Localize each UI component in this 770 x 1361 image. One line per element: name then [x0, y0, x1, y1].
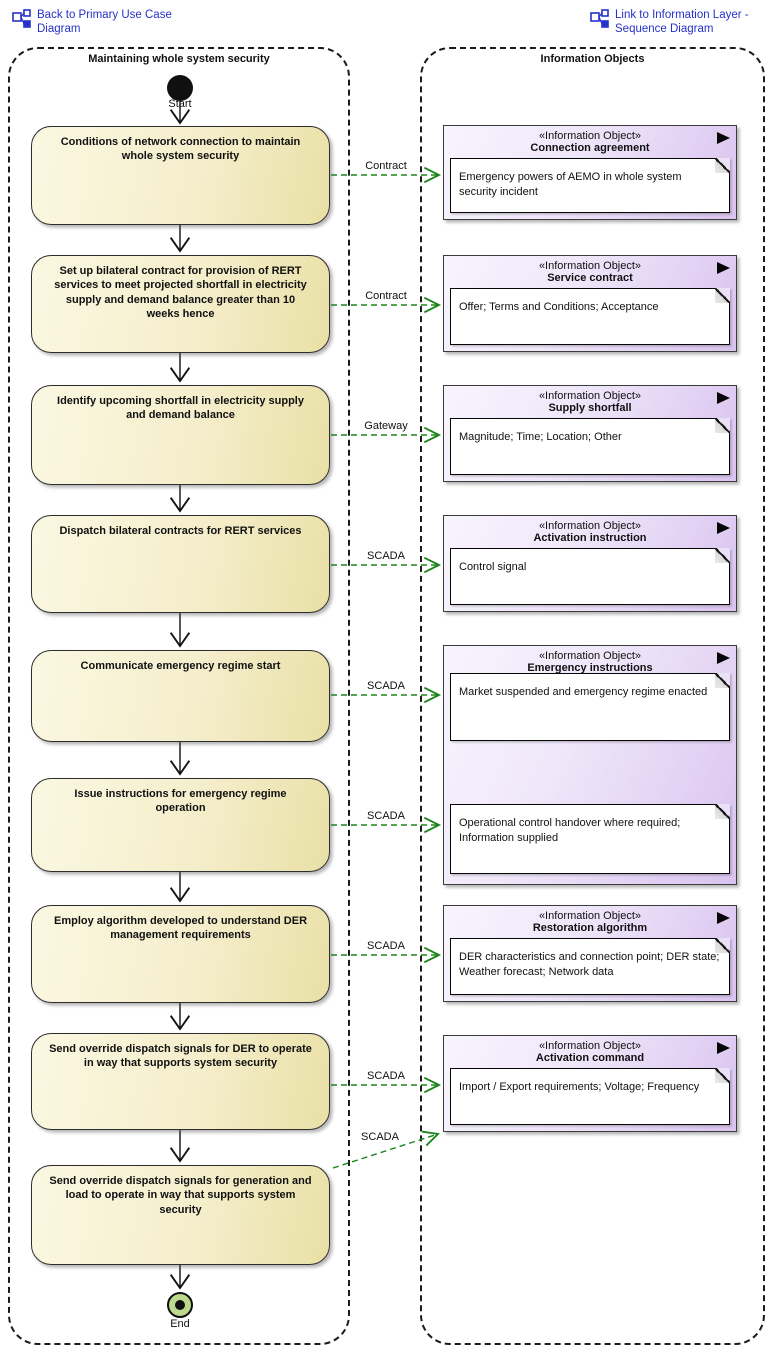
note-fold-icon	[715, 938, 730, 953]
activity-issue-instructions-emergency-regime[interactable]: Issue instructions for emergency regime …	[31, 778, 330, 872]
note-fold-icon	[715, 288, 730, 303]
note: Offer; Terms and Conditions; Acceptance	[450, 288, 730, 345]
activity-employ-algorithm-der-management[interactable]: Employ algorithm developed to understand…	[31, 905, 330, 1003]
note: Control signal	[450, 548, 730, 605]
stereotype-label: «Information Object»	[538, 650, 642, 662]
activity-dispatch-bilateral-contracts[interactable]: Dispatch bilateral contracts for RERT se…	[31, 515, 330, 613]
info-object-activation-instruction[interactable]: «Information Object» Activation instruct…	[443, 515, 737, 612]
note: Magnitude; Time; Location; Other	[450, 418, 730, 475]
flow-label-scada-3: SCADA	[367, 810, 405, 822]
info-object-name: Supply shortfall	[548, 402, 632, 414]
stereotype-label: «Information Object»	[538, 260, 642, 272]
note-text: Offer; Terms and Conditions; Acceptance	[459, 301, 659, 313]
note-fold-icon	[715, 548, 730, 563]
flow-label-gateway: Gateway	[364, 420, 408, 432]
note-text: Market suspended and emergency regime en…	[459, 686, 708, 698]
flow-label-contract-1: Contract	[365, 160, 407, 172]
forward-link-label: Link to Information Layer - Sequence Dia…	[615, 9, 749, 36]
note-text: Emergency powers of AEMO in whole system…	[459, 171, 682, 199]
note: Import / Export requirements; Voltage; F…	[450, 1068, 730, 1125]
note-fold-icon	[715, 1068, 730, 1083]
flow-label-scada-6: SCADA	[361, 1131, 399, 1143]
note-text: Operational control handover where requi…	[459, 817, 681, 845]
end-node	[167, 1292, 193, 1318]
stereotype-label: «Information Object»	[538, 130, 642, 142]
flow-label-scada-4: SCADA	[367, 940, 405, 952]
flow-label-scada-2: SCADA	[367, 680, 405, 692]
note-fold-icon	[715, 158, 730, 173]
info-object-supply-shortfall[interactable]: «Information Object» Supply shortfall Ma…	[443, 385, 737, 482]
note: Operational control handover where requi…	[450, 804, 730, 874]
info-object-activation-command[interactable]: «Information Object» Activation command …	[443, 1035, 737, 1132]
info-object-emergency-instructions[interactable]: «Information Object» Emergency instructi…	[443, 645, 737, 885]
activity-partition-frame: Maintaining whole system security	[8, 47, 350, 1345]
flow-label-scada-1: SCADA	[367, 550, 405, 562]
composite-diagram-icon	[12, 9, 31, 28]
flow-label-contract-2: Contract	[365, 290, 407, 302]
composite-diagram-icon	[590, 9, 609, 28]
information-objects-frame: Information Objects	[420, 47, 765, 1345]
note-fold-icon	[715, 804, 730, 819]
note-fold-icon	[715, 418, 730, 433]
flow-label-scada-5: SCADA	[367, 1070, 405, 1082]
info-frame-title: Information Objects	[540, 53, 645, 65]
stereotype-label: «Information Object»	[538, 1040, 642, 1052]
note-text: Magnitude; Time; Location; Other	[459, 431, 622, 443]
information-flows	[331, 166, 442, 1169]
note-text: Control signal	[459, 561, 527, 573]
stereotype-label: «Information Object»	[538, 520, 642, 532]
link-to-information-layer-link[interactable]: Link to Information Layer - Sequence Dia…	[590, 8, 766, 37]
activity-send-override-dispatch-generation-load[interactable]: Send override dispatch signals for gener…	[31, 1165, 330, 1265]
info-object-service-contract[interactable]: «Information Object» Service contract Of…	[443, 255, 737, 352]
info-object-name: Connection agreement	[530, 142, 650, 154]
end-label: End	[170, 1318, 190, 1330]
note-text: DER characteristics and connection point…	[459, 951, 720, 979]
note: Emergency powers of AEMO in whole system…	[450, 158, 730, 213]
activity-set-up-bilateral-contract[interactable]: Set up bilateral contract for provision …	[31, 255, 330, 353]
stereotype-label: «Information Object»	[538, 390, 642, 402]
info-object-name: Emergency instructions	[527, 662, 653, 674]
back-link-label: Back to Primary Use Case Diagram	[37, 9, 172, 36]
back-to-primary-use-case-link[interactable]: Back to Primary Use Case Diagram	[12, 8, 202, 37]
info-object-name: Restoration algorithm	[532, 922, 648, 934]
activity-conditions-of-network-connection[interactable]: Conditions of network connection to main…	[31, 126, 330, 225]
note: Market suspended and emergency regime en…	[450, 673, 730, 741]
info-object-name: Activation command	[535, 1052, 645, 1064]
note-fold-icon	[715, 673, 730, 688]
activity-frame-title: Maintaining whole system security	[88, 53, 270, 65]
info-object-connection-agreement[interactable]: «Information Object» Connection agreemen…	[443, 125, 737, 220]
info-object-restoration-algorithm[interactable]: «Information Object» Restoration algorit…	[443, 905, 737, 1002]
info-object-name: Service contract	[547, 272, 633, 284]
end-node-dot	[175, 1300, 185, 1310]
activity-send-override-dispatch-der[interactable]: Send override dispatch signals for DER t…	[31, 1033, 330, 1130]
activity-communicate-emergency-regime-start[interactable]: Communicate emergency regime start	[31, 650, 330, 742]
start-label: Start	[168, 98, 192, 110]
info-object-name: Activation instruction	[533, 532, 647, 544]
note: DER characteristics and connection point…	[450, 938, 730, 995]
start-node	[167, 75, 193, 101]
activity-identify-upcoming-shortfall[interactable]: Identify upcoming shortfall in electrici…	[31, 385, 330, 485]
stereotype-label: «Information Object»	[538, 910, 642, 922]
note-text: Import / Export requirements; Voltage; F…	[459, 1081, 700, 1093]
